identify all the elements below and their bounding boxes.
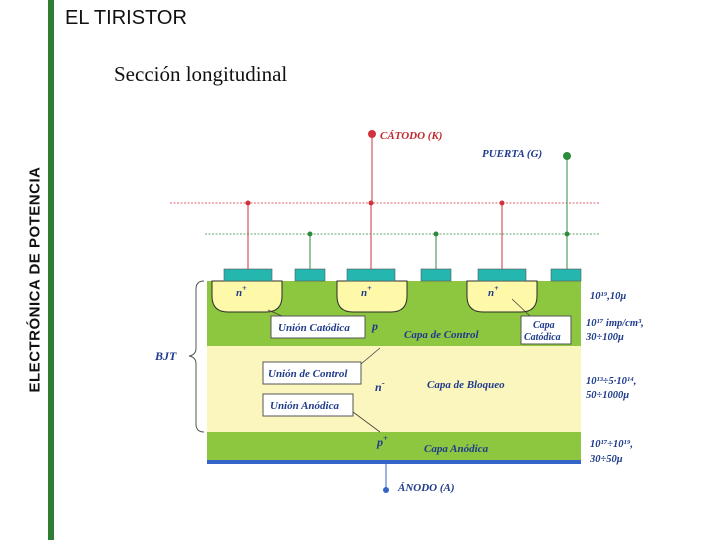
gate-node-1 — [307, 231, 313, 237]
union-control-box — [262, 361, 362, 385]
cathode-label: CÁTODO (K) — [380, 130, 442, 142]
gate-terminal-dot — [563, 152, 571, 160]
union-catodica-pointer — [267, 309, 283, 317]
gate-label: PUERTA (G) — [482, 148, 542, 160]
union-anodica-box — [262, 393, 354, 417]
union-catodica-box — [270, 315, 366, 339]
anode-contact-strip — [207, 460, 581, 464]
blocking-layer-label: Capa de Bloqueo — [427, 379, 505, 391]
gate-node-3 — [564, 231, 570, 237]
cathode-contact-2 — [346, 268, 396, 282]
cathode-node-3 — [499, 200, 505, 206]
gate-contact-1 — [294, 268, 326, 282]
control-layer-label: Capa de Control — [404, 329, 480, 341]
cathode-contact-1 — [223, 268, 273, 282]
union-anodica-pointer — [352, 411, 381, 433]
spec-n-plus: 10¹⁹,10μ — [590, 291, 626, 302]
spec-control-1: 10¹⁷ imp/cm³, — [586, 318, 644, 329]
bjt-label: BJT — [154, 349, 177, 363]
gate-contact-2 — [420, 268, 452, 282]
anode-layer-label: Capa Anódica — [424, 443, 489, 455]
gate-node-2 — [433, 231, 439, 237]
union-catodica-label: Unión Catódica — [278, 322, 350, 334]
spec-bloqueo-2: 50÷1000μ — [586, 390, 629, 401]
capa-catodica-label-1: Capa — [533, 320, 555, 331]
union-anodica-label: Unión Anódica — [270, 400, 339, 412]
n-plus-well-2 — [336, 280, 408, 313]
spec-bloqueo-1: 10¹³÷5·10¹⁴, — [586, 376, 636, 387]
anode-label: ÁNODO (A) — [397, 482, 455, 494]
page-subtitle: Sección longitudinal — [114, 62, 288, 86]
union-control-pointer — [360, 347, 381, 365]
capa-catodica-label-2: Catódica — [524, 332, 561, 343]
sidebar-accent-bar — [48, 0, 54, 540]
spec-anodica-2: 30÷50μ — [589, 454, 623, 465]
p-layer-label: p — [371, 319, 378, 333]
spec-control-2: 30÷100μ — [585, 332, 624, 343]
spec-anodica-1: 10¹⁷÷10¹⁹, — [590, 439, 633, 450]
n-minus-label: n- — [375, 378, 385, 394]
blocking-layer — [207, 346, 581, 432]
page-title: EL TIRISTOR — [65, 7, 187, 29]
p-plus-label: p+ — [376, 434, 388, 449]
cathode-contact-3 — [477, 268, 527, 282]
cathode-node-2 — [368, 200, 374, 206]
capa-catodica-box — [520, 315, 572, 345]
capa-catodica-pointer — [511, 298, 531, 317]
bjt-brace — [188, 280, 205, 433]
cathode-node-1 — [245, 200, 251, 206]
anode-layer — [207, 432, 581, 460]
n-plus-well-3 — [466, 280, 538, 313]
n-plus-label-3: n+ — [488, 284, 499, 299]
cathode-terminal-dot — [368, 130, 376, 138]
union-control-label: Unión de Control — [268, 368, 348, 380]
anode-terminal-dot — [383, 487, 389, 493]
n-plus-label-2: n+ — [361, 284, 372, 299]
gate-contact-3 — [550, 268, 582, 282]
n-plus-label-1: n+ — [236, 284, 247, 299]
n-plus-well-1 — [211, 280, 283, 313]
